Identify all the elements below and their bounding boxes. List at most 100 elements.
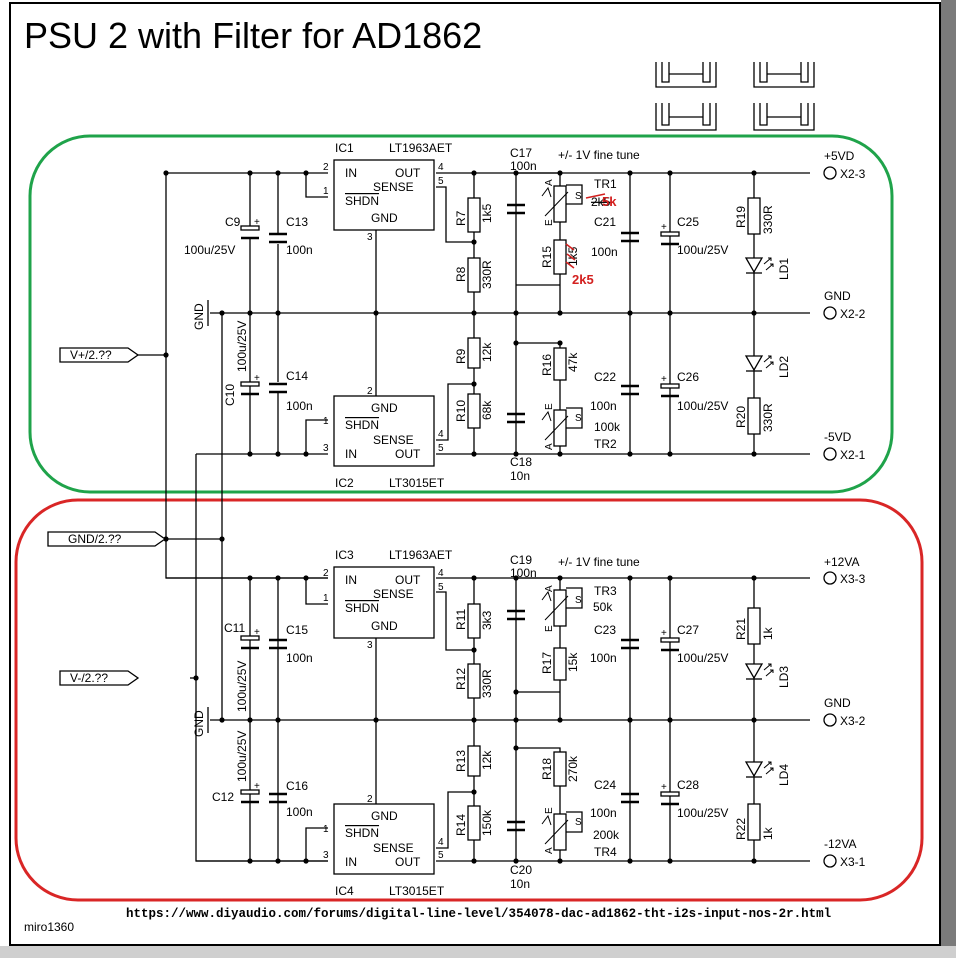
junction-dot <box>513 575 519 581</box>
r9: R9 12k <box>454 337 494 369</box>
junction-dot <box>627 858 633 864</box>
junction-dot <box>193 675 199 681</box>
r19-value: 330R <box>761 205 775 234</box>
tr1-new-value: 5k <box>602 194 617 209</box>
junction-dot <box>303 575 309 581</box>
ic2: GND SHDN SENSE IN OUT IC2 LT3015ET 2 1 3… <box>323 386 445 490</box>
tr3-ref: TR3 <box>594 584 617 598</box>
svg-text:A: A <box>544 847 555 854</box>
c9: + C9 100u/25V <box>184 215 260 257</box>
connector-x3-1: -12VA X3-1 <box>823 837 866 869</box>
junction-dot <box>513 689 519 695</box>
connector-x2-1: -5VD X2-1 <box>823 430 866 462</box>
junction-dot <box>247 451 253 457</box>
junction-dot <box>471 239 477 245</box>
c18-ref: C18 <box>510 455 532 469</box>
tr2-value: 100k <box>594 420 621 434</box>
r13-ref: R13 <box>454 750 468 772</box>
junction-dot <box>163 170 169 176</box>
svg-text:5: 5 <box>438 443 444 454</box>
junction-dot <box>513 310 519 316</box>
tr4: E A S 200k TR4 <box>541 807 620 859</box>
svg-text:S: S <box>575 595 582 606</box>
ld4-label: LD4 <box>777 764 791 786</box>
ic3-part: LT1963AET <box>389 548 453 562</box>
r15-value: 1k5 <box>566 246 580 266</box>
c13: C13 100n <box>269 215 313 257</box>
svg-text:OUT: OUT <box>395 573 421 587</box>
junction-dot <box>557 451 563 457</box>
svg-text:IN: IN <box>345 447 357 461</box>
junction-dot <box>471 717 477 723</box>
tr3-value: 50k <box>593 600 613 614</box>
junction-dot <box>163 352 169 358</box>
svg-text:2: 2 <box>323 568 329 579</box>
ic4-part: LT3015ET <box>389 884 445 898</box>
svg-text:IN: IN <box>345 573 357 587</box>
r16: R16 47k <box>540 347 580 381</box>
junction-dot <box>557 717 563 723</box>
c24: C24 100n <box>590 778 639 820</box>
junction-dot <box>471 789 477 795</box>
footer-url[interactable]: https://www.diyaudio.com/forums/digital-… <box>126 907 831 921</box>
c15: C15 100n <box>269 623 313 665</box>
svg-text:OUT: OUT <box>395 855 421 869</box>
svg-text:3: 3 <box>323 850 329 861</box>
c14-ref: C14 <box>286 369 308 383</box>
junction-dot <box>471 451 477 457</box>
svg-text:SHDN: SHDN <box>345 601 379 615</box>
svg-text:1: 1 <box>323 593 329 604</box>
r13-value: 12k <box>480 750 494 770</box>
junction-dot <box>247 575 253 581</box>
ld2-label: LD2 <box>777 356 791 378</box>
gnd-symbol-top: GND <box>192 300 209 330</box>
junction-dot <box>219 310 225 316</box>
c12: + C12 100u/25V <box>212 731 260 804</box>
c11-ref: C11 <box>224 621 245 635</box>
port-vplus-label: V+/2.?? <box>70 348 112 362</box>
c17-ref: C17 <box>510 146 532 160</box>
svg-text:4: 4 <box>438 429 444 440</box>
c21-ref: C21 <box>594 215 616 229</box>
c12-ref: C12 <box>212 790 234 804</box>
ic2-part: LT3015ET <box>389 476 445 490</box>
r9-value: 12k <box>480 342 494 362</box>
tr4-ref: TR4 <box>594 845 617 859</box>
x2-1-net: -5VD <box>824 430 852 444</box>
c24-value: 100n <box>590 806 617 820</box>
svg-text:SENSE: SENSE <box>373 841 414 855</box>
svg-text:1: 1 <box>323 824 329 835</box>
junction-dot <box>303 170 309 176</box>
r15: R15 1k5 2k5 <box>540 239 594 287</box>
svg-text:SENSE: SENSE <box>373 587 414 601</box>
junction-dot <box>219 536 225 542</box>
junction-dot <box>513 170 519 176</box>
r7-value: 1k5 <box>480 203 494 223</box>
c19-value: 100n <box>510 566 537 580</box>
c26: + C26 100u/25V <box>660 370 728 413</box>
port-vminus-label: V-/2.?? <box>70 671 108 685</box>
ic1: IC1 LT1963AET IN OUT SENSE SHDN GND 2 1 … <box>323 141 453 243</box>
svg-text:2: 2 <box>367 386 373 397</box>
r13: R13 12k <box>454 745 494 777</box>
r18-ref: R18 <box>540 758 554 780</box>
tr2-ref: TR2 <box>594 437 617 451</box>
page-edge-shadow <box>941 0 956 958</box>
c21-value: 100n <box>591 245 618 259</box>
r15-replacement-value: 2k5 <box>572 272 594 287</box>
r10-ref: R10 <box>454 400 468 422</box>
connector-x2-2: GND X2-2 <box>823 289 866 321</box>
c22-ref: C22 <box>594 370 616 384</box>
x3-2-net: GND <box>824 696 851 710</box>
x3-2-conn: X3-2 <box>840 714 866 728</box>
fine-tune-label-bottom: +/- 1V fine tune <box>558 555 640 569</box>
c18: C18 10n <box>507 412 532 483</box>
c19-ref: C19 <box>510 553 532 567</box>
junction-dot <box>627 575 633 581</box>
svg-text:S: S <box>575 817 582 828</box>
svg-text:3: 3 <box>367 232 373 243</box>
c15-value: 100n <box>286 651 313 665</box>
c13-ref: C13 <box>286 215 308 229</box>
c25: + C25 100u/25V <box>660 215 728 257</box>
